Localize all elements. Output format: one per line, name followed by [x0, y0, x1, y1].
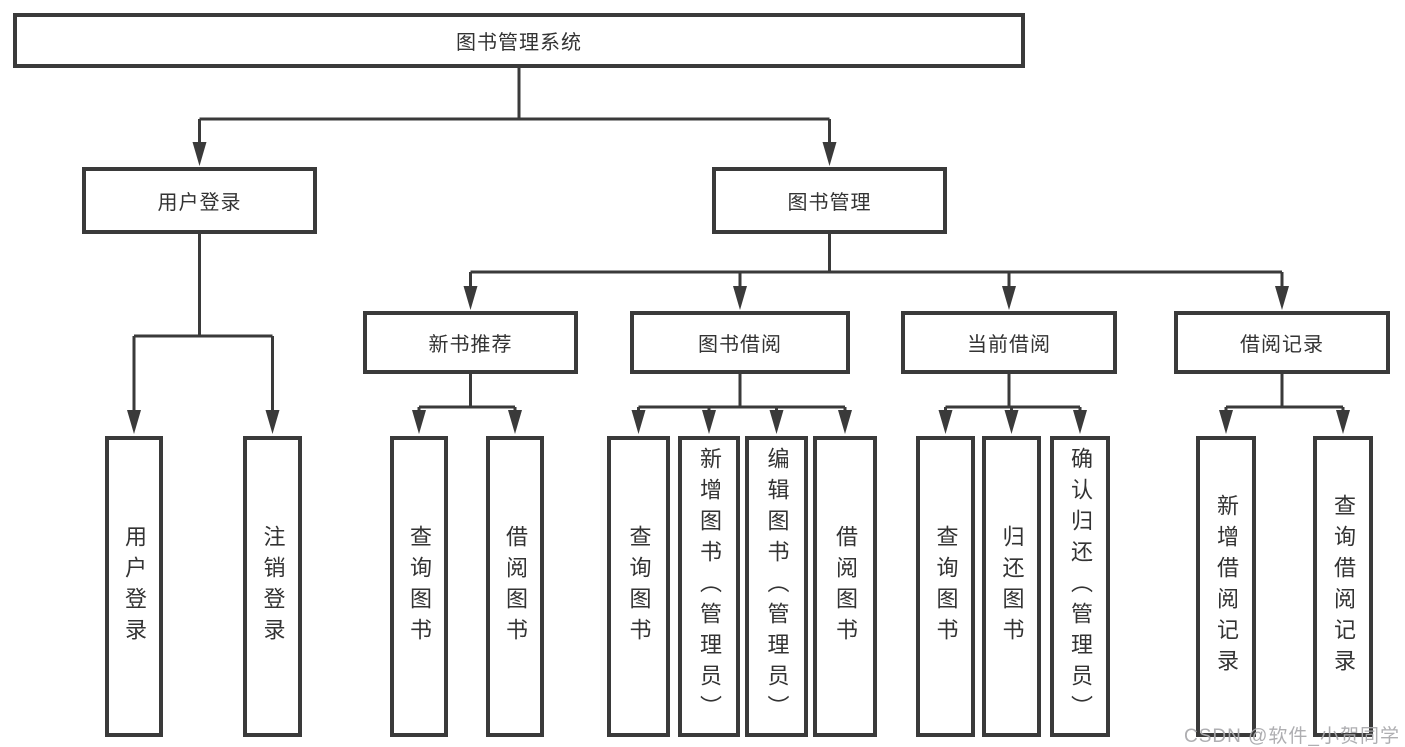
node-book-management-label: 图书管理: [787, 192, 872, 214]
leaf-borrow-query-books-label: 查询图书: [626, 524, 652, 649]
leaf-records-add-record: 新增借阅记录: [1196, 436, 1256, 737]
leaf-user-login: 用户登录: [105, 436, 163, 737]
leaf-borrow-borrow-books: 借阅图书: [813, 436, 877, 737]
leaf-current-query-books: 查询图书: [916, 436, 975, 737]
leaf-borrow-query-books: 查询图书: [607, 436, 670, 737]
leaf-borrow-edit-books-admin-label: 编辑图书（管理员）: [764, 447, 790, 726]
leaf-borrow-borrow-books-label: 借阅图书: [833, 524, 858, 649]
leaf-recommend-borrow-books: 借阅图书: [486, 436, 544, 737]
node-book-management: 图书管理: [712, 167, 947, 234]
node-borrow-records-label: 借阅记录: [1240, 334, 1324, 356]
leaf-recommend-borrow-books-label: 借阅图书: [503, 524, 528, 649]
node-root: 图书管理系统: [13, 13, 1025, 68]
leaf-recommend-query-books-label: 查询图书: [407, 524, 432, 649]
leaf-borrow-edit-books-admin: 编辑图书（管理员）: [745, 436, 808, 737]
node-borrow-records: 借阅记录: [1174, 311, 1390, 374]
connector-paths: [132, 68, 1345, 410]
leaf-records-add-record-label: 新增借阅记录: [1214, 493, 1239, 680]
node-current-borrow: 当前借阅: [901, 311, 1117, 374]
leaf-borrow-add-books-admin: 新增图书（管理员）: [678, 436, 740, 737]
node-current-borrow-label: 当前借阅: [967, 334, 1051, 356]
node-user-login: 用户登录: [82, 167, 317, 234]
node-book-borrow-label: 图书借阅: [698, 334, 782, 356]
leaf-records-query-record: 查询借阅记录: [1313, 436, 1373, 737]
node-new-book-recommend-label: 新书推荐: [428, 334, 513, 356]
leaf-logout: 注销登录: [243, 436, 302, 737]
leaf-user-login-label: 用户登录: [122, 524, 147, 649]
leaf-logout-label: 注销登录: [260, 524, 286, 649]
node-new-book-recommend: 新书推荐: [363, 311, 578, 374]
leaf-recommend-query-books: 查询图书: [390, 436, 448, 737]
leaf-borrow-add-books-admin-label: 新增图书（管理员）: [697, 447, 722, 726]
leaf-current-return-books-label: 归还图书: [999, 524, 1025, 649]
leaf-current-return-books: 归还图书: [982, 436, 1041, 737]
csdn-watermark: CSDN @软件_小贺同学: [1184, 726, 1400, 747]
leaf-records-query-record-label: 查询借阅记录: [1331, 493, 1356, 680]
node-user-login-label: 用户登录: [157, 192, 242, 214]
leaf-current-confirm-return-admin: 确认归还（管理员）: [1050, 436, 1110, 737]
node-root-label: 图书管理系统: [456, 32, 582, 54]
arrowheads: [127, 142, 1350, 434]
leaf-current-query-books-label: 查询图书: [933, 524, 959, 649]
leaf-current-confirm-return-admin-label: 确认归还（管理员）: [1068, 447, 1093, 726]
node-book-borrow: 图书借阅: [630, 311, 850, 374]
